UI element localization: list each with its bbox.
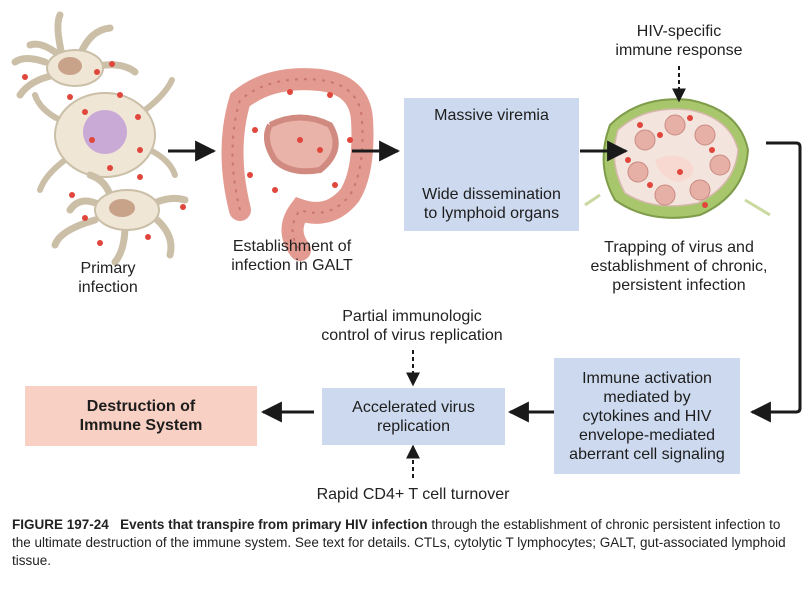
- box-accelerated-replication: Accelerated virus replication: [322, 388, 505, 445]
- label-wide-dissemination: Wide dissemination to lymphoid organs: [422, 186, 561, 222]
- intestine-icon: [221, 68, 374, 261]
- label-massive-viremia: Massive viremia: [434, 107, 549, 124]
- figure-number: FIGURE 197-24: [12, 517, 109, 532]
- caption-body: through the establishment of chronic per…: [12, 517, 786, 568]
- arrow-node-to-activation: [749, 141, 802, 423]
- box-massive-viremia: Massive viremia Wide dissemination to ly…: [404, 98, 579, 231]
- figure-caption: FIGURE 197-24 Events that transpire from…: [12, 516, 798, 570]
- box-immune-activation: Immune activation mediated by cytokines …: [554, 358, 740, 474]
- label-trapping: Trapping of virus and establishment of c…: [590, 239, 768, 294]
- label-cd4-turnover: Rapid CD4+ T cell turnover: [316, 486, 510, 503]
- label-galt: Establishment of infection in GALT: [231, 238, 353, 274]
- label-partial-control: Partial immunologic control of virus rep…: [321, 308, 503, 344]
- box-destruction: Destruction of Immune System: [25, 386, 257, 446]
- label-hiv-specific-response: HIV-specific immune response: [615, 23, 743, 59]
- lymph-node-icon: [584, 98, 771, 219]
- caption-lead: Events that transpire from primary HIV i…: [120, 517, 428, 532]
- label-primary-infection: Primary infection: [78, 260, 138, 296]
- dendritic-cells-icon: [11, 11, 189, 266]
